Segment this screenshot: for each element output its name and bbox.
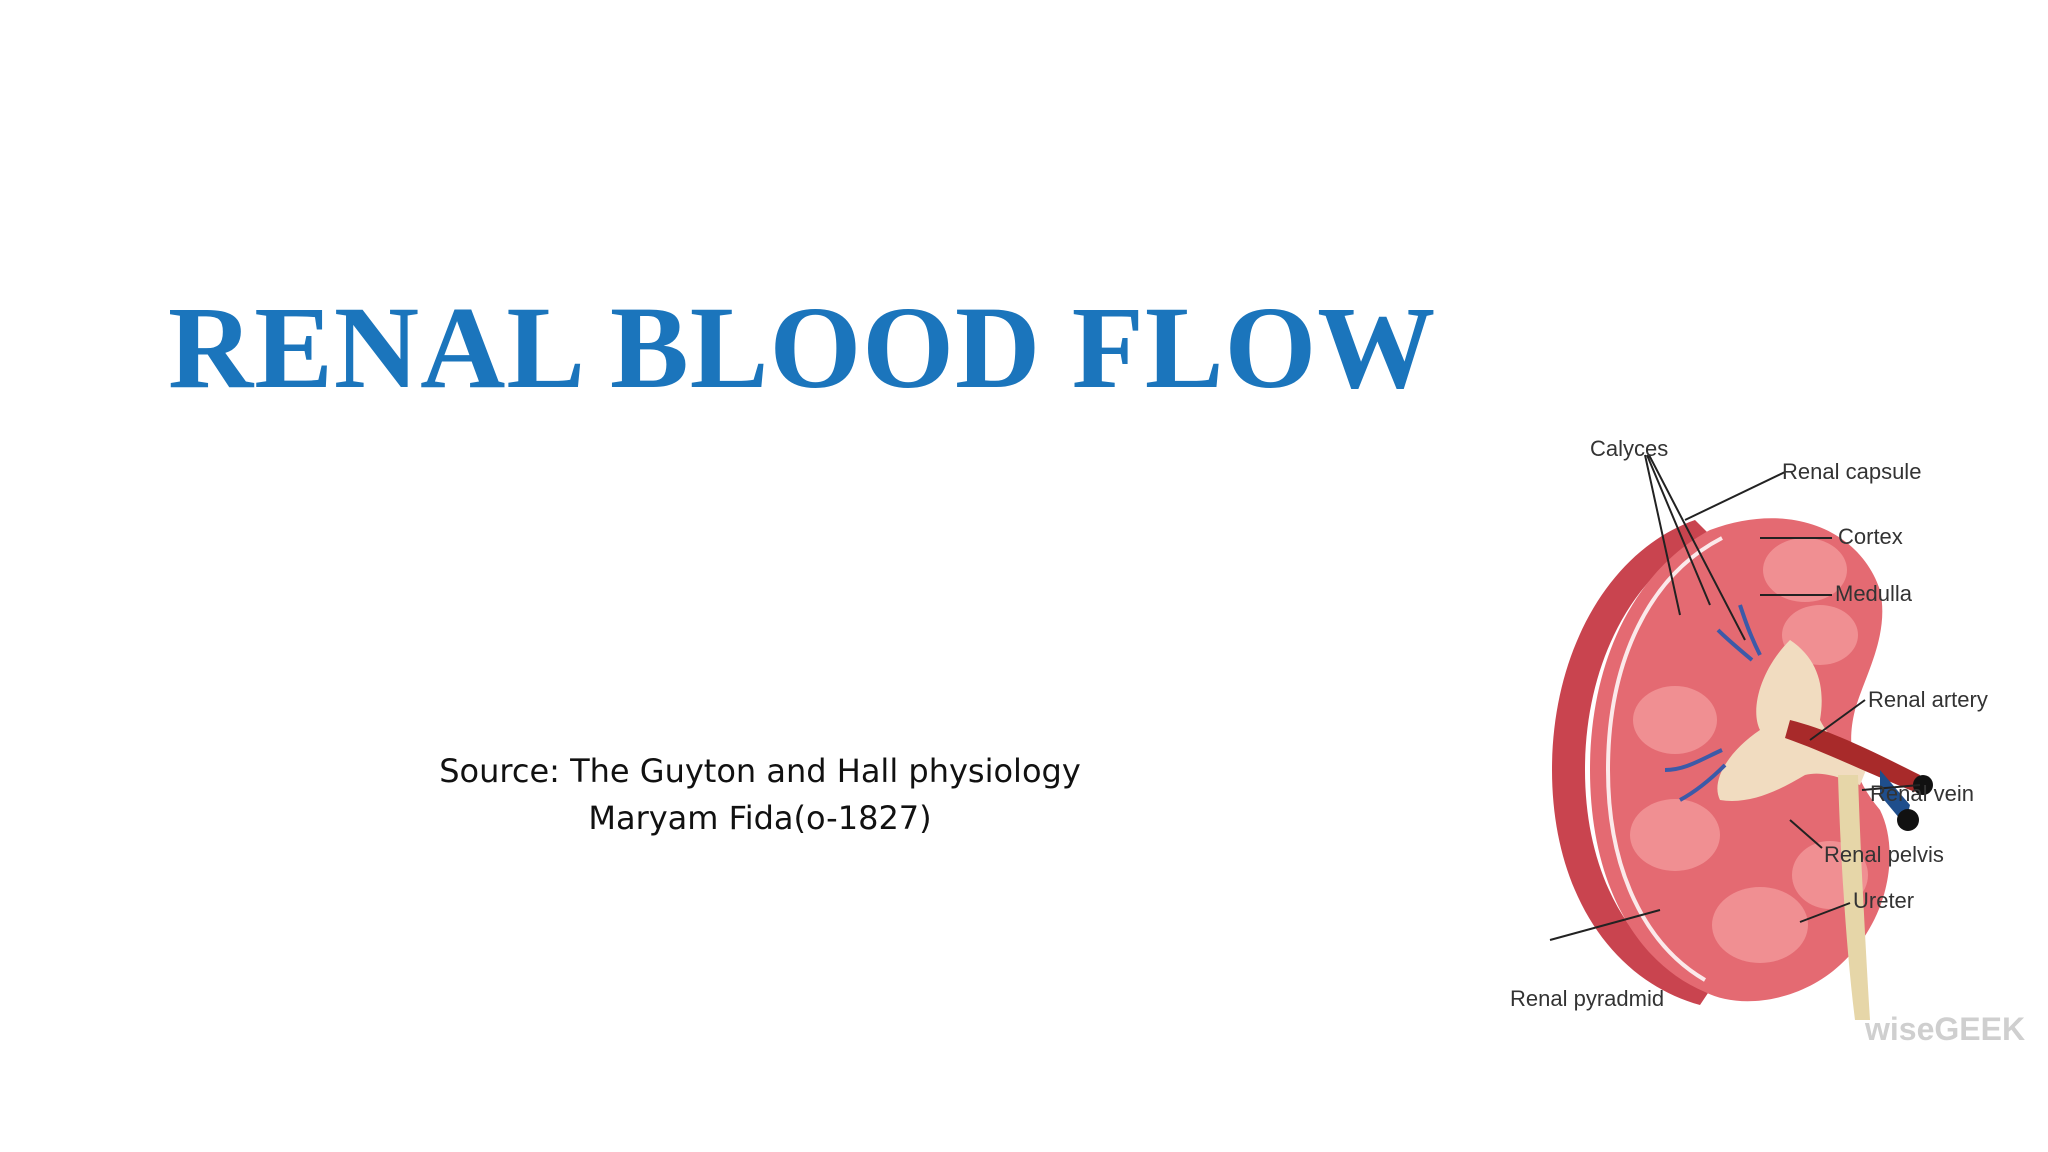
leader-renal-pyramid bbox=[1549, 909, 1661, 941]
label-renal-pyramid: Renal pyradmid bbox=[1510, 986, 1664, 1011]
blood-vessels bbox=[1664, 604, 1762, 802]
renal-pyramid-shape bbox=[1763, 538, 1847, 602]
label-renal-vein: Renal vein bbox=[1870, 781, 1974, 806]
label-ureter: Ureter bbox=[1853, 888, 1914, 913]
kidney-diagram-svg: Calyces Renal capsule Cortex Medulla Ren… bbox=[1510, 436, 2025, 1047]
label-renal-pelvis: Renal pelvis bbox=[1824, 842, 1944, 867]
label-medulla: Medulla bbox=[1835, 581, 1913, 606]
watermark: wiseGEEK bbox=[1864, 1011, 2025, 1047]
slide-title: RENAL BLOOD FLOW bbox=[168, 282, 1437, 413]
label-renal-capsule: Renal capsule bbox=[1782, 459, 1921, 484]
renal-pelvis-shape bbox=[1717, 640, 1870, 801]
author-credit: Maryam Fida(o-1827) bbox=[588, 799, 932, 837]
source-citation: Source: The Guyton and Hall physiology bbox=[439, 752, 1081, 790]
label-cortex: Cortex bbox=[1838, 524, 1903, 549]
renal-pyramid-shape bbox=[1712, 887, 1808, 963]
leader-renal-pelvis bbox=[1789, 819, 1823, 849]
capsule-highlight bbox=[1605, 536, 1723, 982]
leader-renal-capsule bbox=[1684, 471, 1786, 521]
ureter-shape bbox=[1838, 775, 1870, 1020]
label-renal-artery: Renal artery bbox=[1868, 687, 1988, 712]
renal-artery-opening bbox=[1913, 775, 1933, 795]
leader-renal-artery bbox=[1809, 699, 1866, 741]
source-caption: Source: The Guyton and Hall physiology M… bbox=[360, 748, 1160, 842]
renal-pyramid-shape bbox=[1630, 799, 1720, 871]
renal-vein-opening bbox=[1897, 809, 1919, 831]
leader-renal-vein bbox=[1861, 784, 1921, 791]
kidney-capsule-shape bbox=[1552, 520, 1710, 1005]
leader-calyces bbox=[1644, 454, 1746, 641]
leader-ureter bbox=[1799, 902, 1851, 923]
kidney-diagram: Calyces Renal capsule Cortex Medulla Ren… bbox=[1460, 420, 2048, 1060]
renal-artery-shape bbox=[1785, 720, 1920, 792]
renal-pyramid-shape bbox=[1633, 686, 1717, 754]
label-calyces: Calyces bbox=[1590, 436, 1668, 461]
